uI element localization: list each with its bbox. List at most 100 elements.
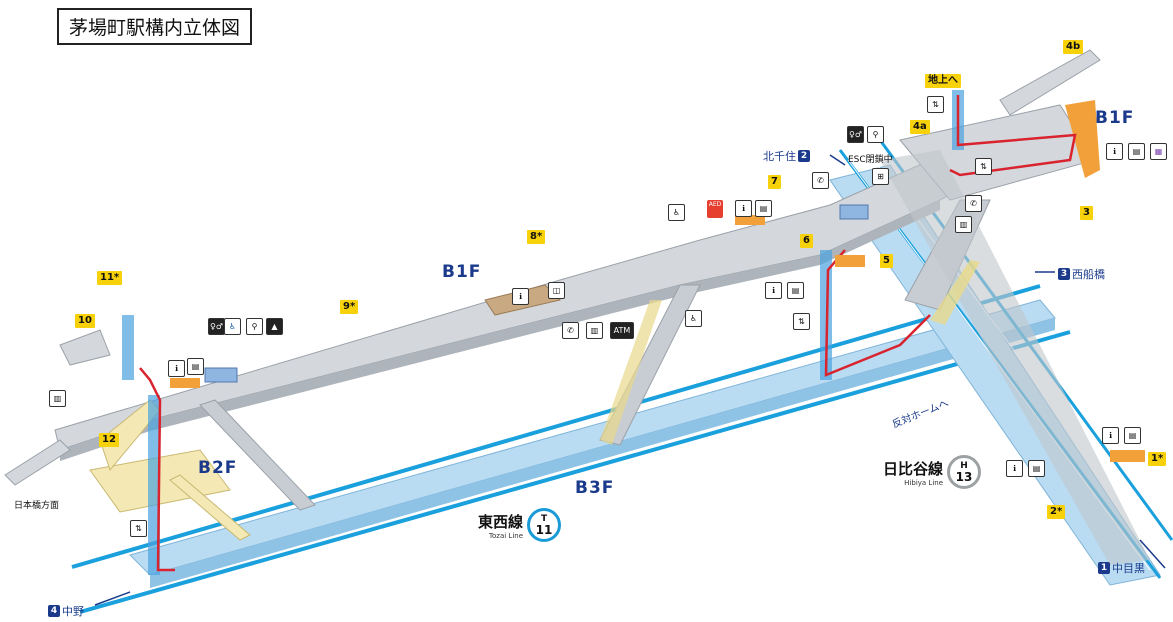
accessible-toilet-icon: ♿ xyxy=(224,318,241,335)
stairs-nihonbashi xyxy=(4,439,71,486)
exit-10: 10 xyxy=(75,314,95,328)
direction-nakano: 4 中野 xyxy=(48,603,84,619)
shop-icon: ◫ xyxy=(548,282,565,299)
tozai-platform xyxy=(129,299,1056,576)
arrow-nakameguro xyxy=(1139,539,1166,569)
floor-label-b3f: B3F xyxy=(575,478,615,498)
stairs-10 xyxy=(59,329,111,366)
baby-care-icon-right: ⚲ xyxy=(867,126,884,143)
floor-label-b1f-left: B1F xyxy=(442,262,482,282)
exit-9: 9* xyxy=(340,300,359,314)
corridor-left-down xyxy=(199,399,316,511)
direction-nihonbashi: 日本橋方面 xyxy=(14,501,60,511)
direction-nakameguro-label: 中目黒 xyxy=(1112,562,1145,575)
exit-2: 2* xyxy=(1047,505,1066,519)
escalator-b3-b xyxy=(930,260,980,325)
toilet-icon: ♀♂ xyxy=(208,318,225,335)
coin-locker-icon-right: ▥ xyxy=(955,216,972,233)
information-icon-2: ℹ xyxy=(1006,460,1023,477)
direction-nakano-num: 4 xyxy=(48,605,60,617)
tozai-line-en: Tozai Line xyxy=(488,531,524,540)
direction-nakano-label: 中野 xyxy=(62,605,84,618)
route-left xyxy=(139,367,175,572)
exit-4a: 4a xyxy=(910,120,930,134)
aed-icon: AED xyxy=(707,200,723,218)
exit-to-ground: 地上へ xyxy=(925,74,961,88)
tozai-line-jp: 東西線 xyxy=(478,512,524,531)
phone-icon-right: ✆ xyxy=(965,195,982,212)
station-office-1 xyxy=(1110,450,1145,462)
direction-kitasenju-label: 北千住 xyxy=(763,150,796,163)
coin-locker-icon-center: ▥ xyxy=(586,322,603,339)
hibiya-line-jp: 日比谷線 xyxy=(883,459,944,478)
information-icon-b1f: ℹ xyxy=(1106,143,1123,160)
arrow-nakano xyxy=(94,591,131,606)
accessible-icon-upper: ♿ xyxy=(668,204,685,221)
stairs-4b xyxy=(999,49,1101,116)
phone-icon-upper: ✆ xyxy=(812,172,829,189)
b1f-right-office xyxy=(1065,100,1100,178)
tozai-line-letter: T xyxy=(540,514,548,524)
escalator-b3-a xyxy=(600,300,662,445)
phone-icon-center: ✆ xyxy=(562,322,579,339)
escalator-closed-icon: ⊞ xyxy=(872,168,889,185)
exit-4b: 4b xyxy=(1063,40,1084,54)
route-center xyxy=(824,249,931,377)
ostomate-icon: ▲ xyxy=(266,318,283,335)
ticket-machine-icon-1: ▤ xyxy=(1124,427,1141,444)
toilet-icon-right: ♀♂ xyxy=(847,126,864,143)
diagram-title: 茅場町駅構内立体図 xyxy=(57,8,253,45)
exit-5: 5 xyxy=(880,254,893,268)
direction-kitasenju-num: 2 xyxy=(798,150,810,162)
ticket-machine-icon-b1f: ▤ xyxy=(1128,143,1145,160)
station-office-left xyxy=(170,378,200,388)
elevator-shaft-11 xyxy=(122,315,134,380)
hibiya-line-letter: H xyxy=(960,461,968,471)
station-office-7 xyxy=(735,215,765,225)
information-icon-shop: ℹ xyxy=(512,288,529,305)
information-icon-center: ℹ xyxy=(765,282,782,299)
tozai-line-badge: 東西線 Tozai Line T 11 xyxy=(478,508,562,542)
tozai-line-number: 11 xyxy=(535,523,553,537)
direction-nishifunabashi-label: 西船橋 xyxy=(1072,268,1105,281)
ticket-machine-icon-2: ▤ xyxy=(1028,460,1045,477)
direction-nakameguro: 1 中目黒 xyxy=(1098,560,1145,576)
route-top xyxy=(949,95,1077,177)
ticket-machine-icon-center: ▤ xyxy=(787,282,804,299)
floor-label-b1f-right: B1F xyxy=(1095,108,1135,128)
arrow-kitasenju xyxy=(829,154,846,166)
information-icon: ℹ xyxy=(168,360,185,377)
hibiya-line-icon: H 13 xyxy=(947,455,982,489)
exit-6: 6 xyxy=(800,234,813,248)
elevator-icon-center: ⇅ xyxy=(793,313,810,330)
station-office-center xyxy=(835,255,865,267)
atm-icon: ATM xyxy=(610,322,634,339)
tozai-platform-side xyxy=(150,318,1055,588)
direction-nakameguro-num: 1 xyxy=(1098,562,1110,574)
exit-12: 12 xyxy=(99,433,119,447)
information-icon-1: ℹ xyxy=(1102,427,1119,444)
elevator-icon-right: ⇅ xyxy=(975,158,992,175)
exit-11: 11* xyxy=(97,271,123,285)
elevator-shaft-left xyxy=(148,395,160,575)
ticket-gate-left xyxy=(204,367,238,383)
floor-label-b2f: B2F xyxy=(198,458,238,478)
ticket-gate-center xyxy=(839,204,869,220)
direction-nishifunabashi-num: 3 xyxy=(1058,268,1070,280)
elevator-icon-top: ⇅ xyxy=(927,96,944,113)
exit-3: 3 xyxy=(1080,206,1093,220)
direction-kitasenju: 北千住 2 xyxy=(763,148,810,164)
exit-7: 7 xyxy=(768,175,781,189)
hibiya-line-en: Hibiya Line xyxy=(904,478,944,487)
esc-closed-note: ESC閉鎖中 xyxy=(848,155,893,165)
exit-1: 1* xyxy=(1148,452,1167,466)
tozai-line-icon: T 11 xyxy=(527,508,562,542)
hibiya-line-badge: 日比谷線 Hibiya Line H 13 xyxy=(883,455,982,489)
elevator-icon-b2: ⇅ xyxy=(130,520,147,537)
information-icon-7: ℹ xyxy=(735,200,752,217)
ticket-machine-icon-7: ▤ xyxy=(755,200,772,217)
baby-care-icon: ⚲ xyxy=(246,318,263,335)
hibiya-line-number: 13 xyxy=(955,470,973,484)
